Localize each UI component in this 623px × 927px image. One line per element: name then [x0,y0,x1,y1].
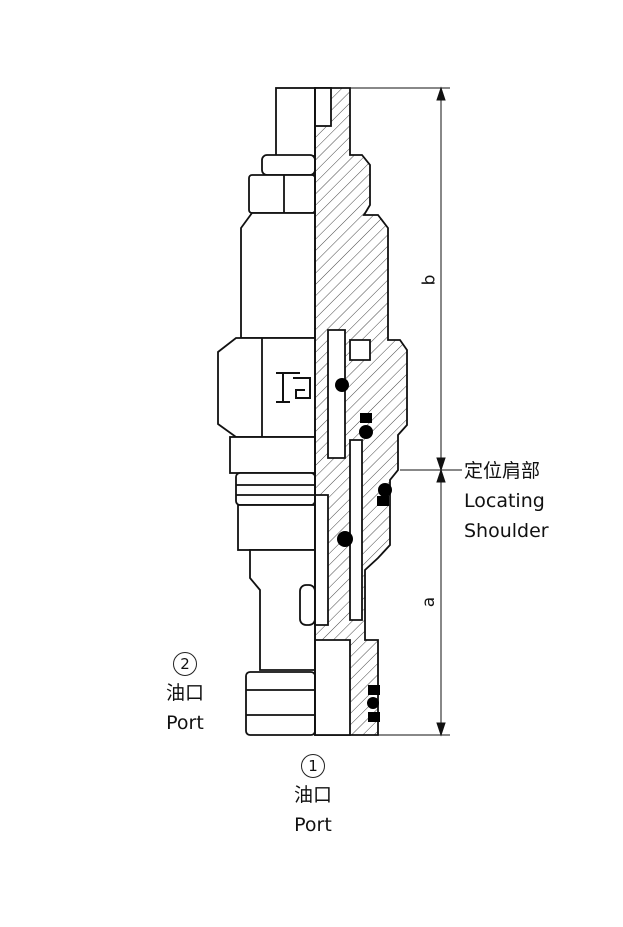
port-2-zh: 油口 [165,682,204,704]
o-ring-seals [335,378,392,722]
port-2-en: Port [166,712,204,734]
valve-section-view [314,87,408,736]
locating-shoulder-zh: 定位肩部 [464,460,541,482]
port-2-number: 2 [173,652,197,676]
port-2-label: 2 油口 Port [165,648,205,738]
locating-shoulder-en-2: Shoulder [464,520,549,542]
port-1-en: Port [294,814,332,836]
dimension-a-label: a [419,596,440,608]
valve-exterior-view [217,87,316,736]
dimension-lines [350,86,462,737]
port-1-zh: 油口 [293,784,332,806]
dimension-b-label: b [419,274,440,286]
logo-mark [276,372,311,403]
locating-shoulder-en-1: Locating [464,490,545,512]
locating-shoulder-label: 定位肩部 Locating Shoulder [464,456,549,546]
port-1-number: 1 [301,754,325,778]
port-1-label: 1 油口 Port [292,750,334,840]
